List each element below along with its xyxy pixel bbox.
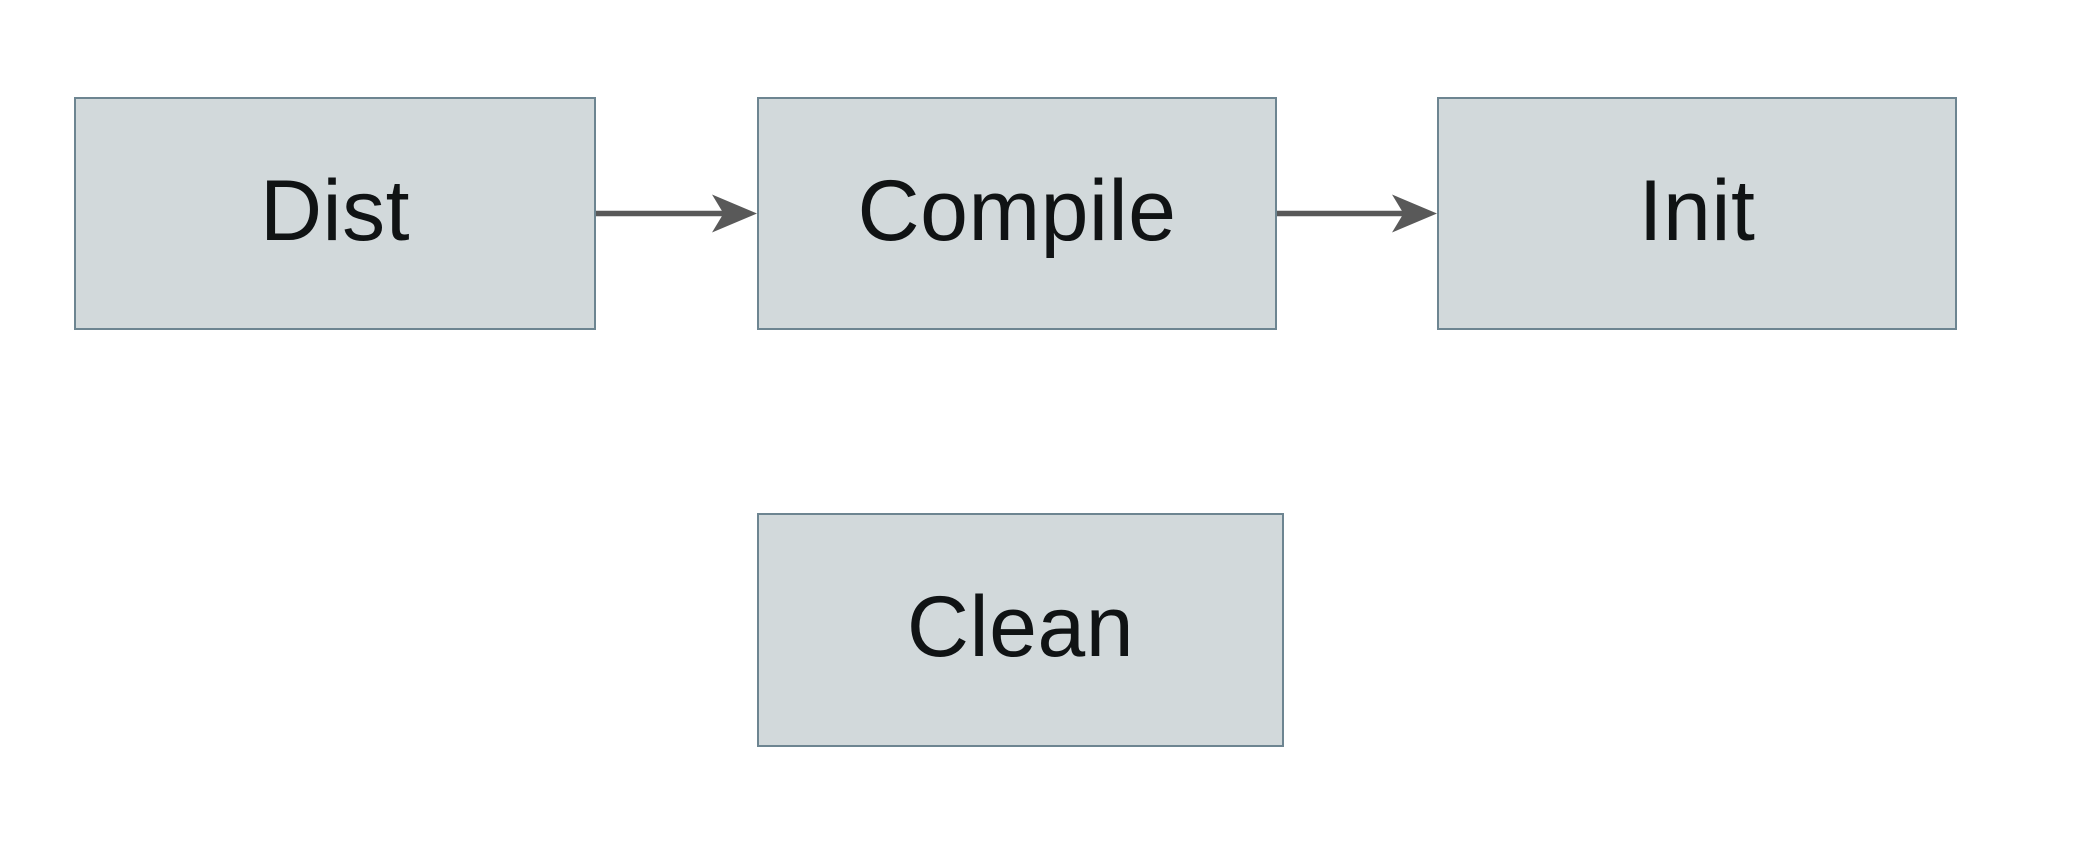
node-clean[interactable]: Clean — [757, 513, 1284, 747]
node-dist[interactable]: Dist — [74, 97, 596, 330]
arrow-compile-to-init[interactable] — [1277, 194, 1437, 233]
arrow-head-icon — [712, 194, 757, 233]
node-compile[interactable]: Compile — [757, 97, 1277, 330]
node-init-label: Init — [1638, 162, 1756, 259]
arrow-head-icon — [1392, 194, 1437, 233]
node-dist-label: Dist — [259, 162, 411, 259]
arrow-dist-to-compile[interactable] — [596, 194, 757, 233]
node-compile-label: Compile — [857, 162, 1177, 259]
node-clean-label: Clean — [906, 579, 1135, 675]
node-init[interactable]: Init — [1437, 97, 1957, 330]
